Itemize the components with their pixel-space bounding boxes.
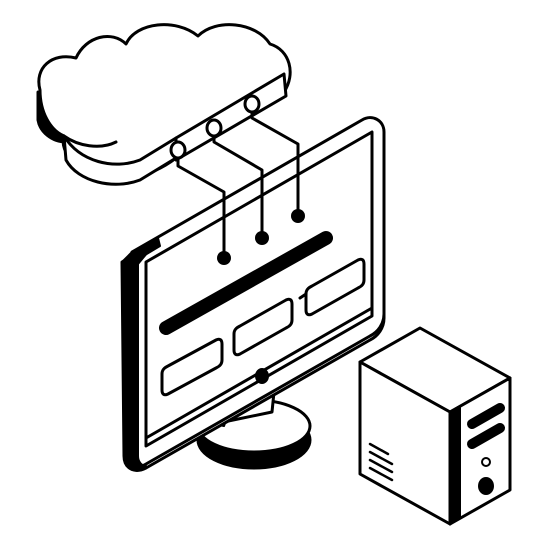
monitor-top-edge-bar <box>131 237 161 259</box>
connector-2 <box>212 134 264 234</box>
cloud-port-1 <box>169 140 187 160</box>
tower-vent-2 <box>368 450 394 466</box>
connector-2-plug <box>255 231 269 245</box>
computer-tower-icon <box>358 326 512 526</box>
screen-box-4 <box>298 292 308 300</box>
connector-1-plug <box>217 251 231 265</box>
tower-drive-bay-2 <box>467 423 505 449</box>
tower-power-button <box>478 477 494 495</box>
cloud-port-2 <box>205 118 223 138</box>
screen-box-2 <box>232 297 294 357</box>
tower-edge-strip <box>449 405 461 525</box>
tower-vent-4 <box>368 466 394 482</box>
cloud-port-3 <box>243 94 261 114</box>
screen-box-1 <box>160 337 224 397</box>
connector-3 <box>250 110 300 212</box>
cloud-bottom-edge <box>62 134 118 148</box>
cloud-icon <box>36 23 292 186</box>
screen-box-3 <box>304 257 366 317</box>
tower-power-light <box>481 457 491 467</box>
monitor-icon <box>120 116 386 472</box>
monitor-power-button <box>255 368 269 384</box>
connector-1 <box>176 156 226 254</box>
tower-drive-bay-1 <box>467 403 505 429</box>
monitor-bezel-left-edge <box>121 251 149 472</box>
connector-line-icon <box>176 110 305 265</box>
tower-vent-1 <box>368 442 390 456</box>
connector-3-plug <box>291 209 305 223</box>
screen-title-bar <box>159 231 333 335</box>
tower-vent-3 <box>368 458 394 474</box>
